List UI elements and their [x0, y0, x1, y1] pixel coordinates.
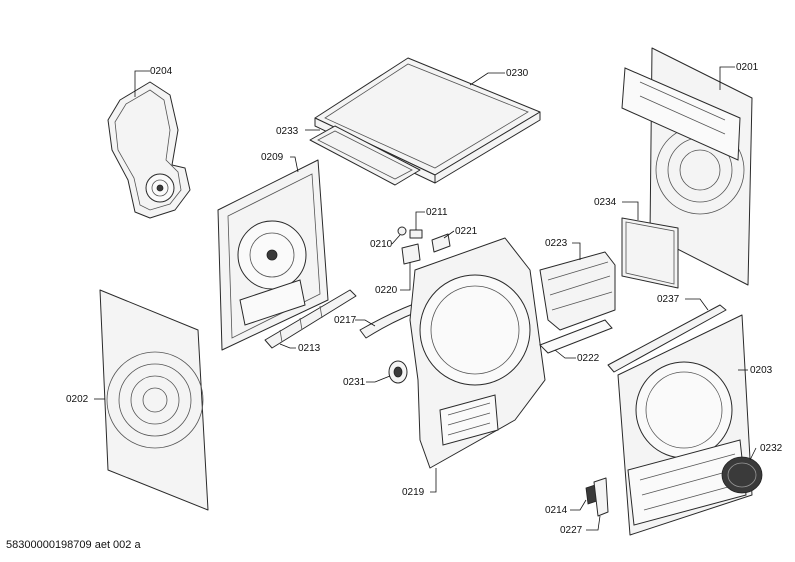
callout-0221: 0221 — [455, 226, 478, 237]
part-0221-sensor — [431, 233, 451, 253]
callout-0204: 0204 — [150, 66, 173, 77]
part-0209-inner-panel — [217, 159, 329, 351]
callout-0237: 0237 — [657, 294, 680, 305]
callout-0223: 0223 — [545, 238, 568, 249]
callout-0213: 0213 — [298, 343, 321, 354]
part-0204-rear-duct — [107, 81, 191, 219]
part-0227-cover — [593, 477, 609, 517]
part-0231-pulley — [388, 360, 408, 384]
callout-0230: 0230 — [506, 68, 529, 79]
callout-0231: 0231 — [343, 377, 366, 388]
callout-0219: 0219 — [402, 487, 425, 498]
part-0203-front-panel — [617, 314, 753, 536]
drawing-code: 58300000198709 aet 002 a — [6, 539, 141, 551]
callout-0217: 0217 — [334, 315, 357, 326]
callout-0210: 0210 — [370, 239, 393, 250]
callout-0211: 0211 — [426, 207, 448, 218]
callout-0227: 0227 — [560, 525, 583, 536]
part-0220-holder — [401, 243, 421, 265]
callout-0234: 0234 — [594, 197, 617, 208]
part-0213-lower-strip — [264, 289, 357, 349]
part-0223-filter — [539, 251, 616, 331]
callout-0233: 0233 — [276, 126, 299, 137]
leader-lines — [94, 66, 757, 531]
part-0219-front-frame — [409, 237, 546, 469]
part-0201-rear-panel — [621, 47, 753, 286]
part-0211-clip — [409, 229, 423, 239]
callout-0222: 0222 — [577, 353, 600, 364]
part-0202-side-panel — [99, 289, 209, 511]
part-0237-trim-strip — [607, 304, 727, 373]
callout-0203: 0203 — [750, 365, 773, 376]
part-0234-filter-plate — [621, 217, 679, 289]
callout-0220: 0220 — [375, 285, 398, 296]
callout-0209: 0209 — [261, 152, 284, 163]
part-0210-screw — [397, 226, 407, 236]
part-0222-gasket — [539, 319, 613, 354]
callout-0214: 0214 — [545, 505, 568, 516]
callout-0232: 0232 — [760, 443, 783, 454]
part-0232-grille — [721, 456, 763, 494]
callout-0202: 0202 — [66, 394, 89, 405]
part-0233-top-frame — [309, 125, 421, 186]
callout-labels: 0204 0230 0201 0233 0209 0211 0210 0221 … — [66, 62, 783, 536]
callout-0201: 0201 — [736, 62, 759, 73]
